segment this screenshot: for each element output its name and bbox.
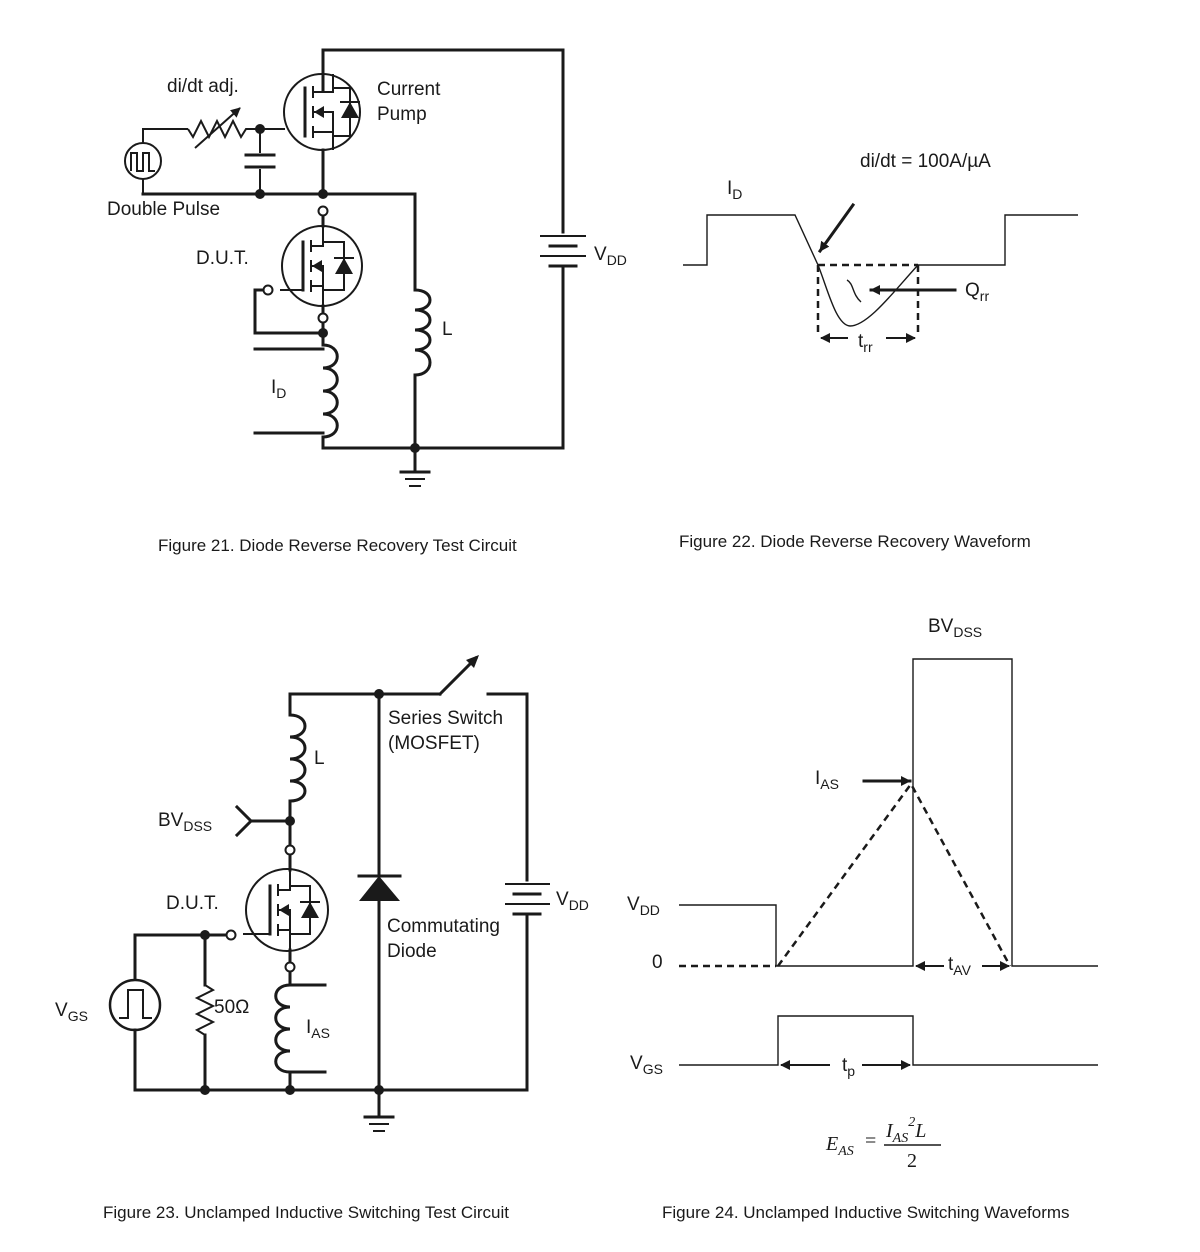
fig23-series-switch-label-1: Series Switch: [388, 708, 503, 729]
fig23-ground-icon: [363, 1088, 395, 1132]
fig23-resistor-icon: [194, 984, 216, 1036]
fig23-ias-label: IAS: [306, 1017, 330, 1041]
fig24-ias-label: IAS: [815, 768, 839, 792]
fig24-vds-waveform: [679, 658, 1098, 967]
fig23-dut-label: D.U.T.: [166, 893, 219, 914]
fig23-ias-sense-coil-icon: [274, 983, 292, 1074]
fig21-wire-top: [321, 48, 565, 234]
fig22-didt-arrow-icon: [817, 202, 856, 254]
fig24-vgs-label: VGS: [630, 1053, 663, 1077]
fig21-node-source: [318, 328, 328, 338]
figure-24-unclamped-inductive-switching-waveforms: BVDSS VDD 0 IAS tAV VGS tp EAS = IAS2L 2…: [627, 616, 1098, 1222]
fig23-terminal-dut-gate: [225, 929, 237, 941]
fig24-bvdss-label: BVDSS: [928, 616, 982, 640]
fig21-node-mid: [318, 189, 328, 199]
fig23-dut-mosfet-icon: [243, 868, 329, 952]
fig23-inductor-label: L: [314, 748, 325, 769]
fig24-tp-label: tp: [842, 1055, 855, 1079]
fig24-zero-label: 0: [652, 952, 663, 973]
fig21-inductor-label: L: [442, 319, 453, 340]
fig23-terminal-dut-drain: [284, 844, 296, 856]
fig23-series-switch-label-2: (MOSFET): [388, 733, 480, 754]
fig21-ground-icon: [399, 446, 431, 487]
fig21-inductor-icon: [413, 288, 432, 377]
fig21-caption: Figure 21. Diode Reverse Recovery Test C…: [158, 536, 517, 555]
fig23-resistor-label: 50Ω: [214, 997, 249, 1018]
fig21-dut-label: D.U.T.: [196, 248, 249, 269]
fig22-caption: Figure 22. Diode Reverse Recovery Wavefo…: [679, 532, 1031, 551]
fig23-vgs-pulse-source-icon: [108, 978, 162, 1032]
fig21-pulse-source-icon: [124, 142, 162, 180]
fig23-battery-icon: [505, 883, 550, 916]
fig23-vgs-label: VGS: [55, 1000, 88, 1024]
fig23-commutating-label-2: Diode: [387, 941, 437, 962]
fig21-terminal-dut-source: [317, 312, 329, 324]
fig23-commutating-diode-icon: [359, 876, 400, 901]
fig21-adjust-arrow-icon: [194, 107, 241, 149]
fig21-wire-gate-return: [253, 288, 325, 335]
fig21-id-label: ID: [271, 377, 286, 401]
fig22-waveform: [683, 214, 1078, 327]
fig23-commutating-label-1: Commutating: [387, 916, 500, 937]
svg-text:=: =: [865, 1130, 876, 1152]
fig21-terminal-dut-gate: [262, 284, 274, 296]
fig23-inductor-icon: [288, 713, 307, 803]
fig21-capacitor-icon: [244, 129, 276, 194]
fig23-switch-arrow-icon: [466, 655, 479, 668]
fig23-wire-to-vdd: [486, 692, 529, 882]
fig21-current-pump-label-1: Current: [377, 79, 441, 100]
fig21-current-pump-label-2: Pump: [377, 104, 427, 125]
fig24-vdd-label: VDD: [627, 894, 660, 918]
fig23-node-bottom-1: [200, 1085, 210, 1095]
fig21-wire-mid-bus: [141, 192, 417, 292]
fig21-dut-mosfet-icon: [280, 225, 363, 307]
fig23-bvdss-label: BVDSS: [158, 810, 212, 834]
fig24-vgs-waveform: [679, 1015, 1098, 1066]
fig21-variable-resistor-icon: [187, 118, 285, 140]
fig22-id-label: ID: [727, 178, 742, 202]
fig22-didt-label: di/dt = 100A/µA: [860, 151, 991, 172]
fig21-wire-vdd-return: [321, 266, 565, 450]
fig21-terminal-dut-drain: [317, 205, 329, 217]
fig22-trr-label: trr: [858, 331, 873, 355]
fig22-hatch-mark: [846, 279, 862, 303]
figure-23-unclamped-inductive-switching-circuit: Series Switch (MOSFET) VDD L BVDSS: [55, 655, 589, 1222]
figure-22-diode-reverse-recovery-waveform: di/dt = 100A/µA ID Qrr trr Figure 22. Di…: [679, 151, 1078, 551]
fig23-vdd-label: VDD: [556, 889, 589, 913]
svg-text:IAS2L: IAS2L: [885, 1115, 926, 1146]
fig23-bvdss-probe-icon: [234, 804, 292, 838]
fig24-ias-triangle: [776, 781, 1012, 967]
fig22-qrr-bounds: [816, 263, 920, 333]
svg-text:2: 2: [907, 1150, 917, 1172]
fig24-caption: Figure 24. Unclamped Inductive Switching…: [662, 1203, 1070, 1222]
fig21-double-pulse-label: Double Pulse: [107, 199, 220, 220]
fig23-wire-top-rail: [288, 692, 442, 717]
figure-21-diode-reverse-recovery-circuit: VDD Current Pump: [107, 48, 627, 555]
fig23-caption: Figure 23. Unclamped Inductive Switching…: [103, 1203, 509, 1222]
fig21-id-sense-coil-icon: [321, 343, 339, 439]
fig24-eas-formula: EAS = IAS2L 2: [825, 1115, 941, 1172]
fig24-tav-label: tAV: [948, 954, 972, 978]
fig22-qrr-label: Qrr: [965, 280, 989, 304]
fig23-wire-gate: [133, 933, 228, 982]
svg-text:EAS: EAS: [825, 1133, 854, 1159]
fig23-terminal-dut-source: [284, 961, 296, 973]
fig21-didt-adj-label: di/dt adj.: [167, 76, 239, 97]
fig21-battery-icon: [540, 235, 586, 268]
fig23-node-bottom-2: [285, 1085, 295, 1095]
fig21-vdd-label: VDD: [594, 244, 627, 268]
